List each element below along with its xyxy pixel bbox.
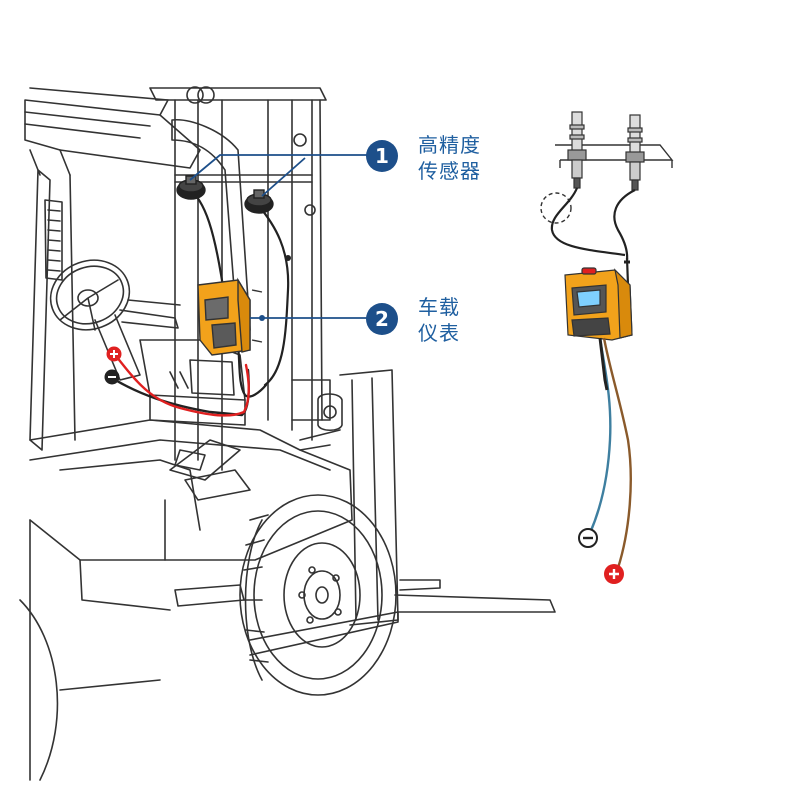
steering-wheel: [49, 259, 181, 381]
meter-cable: [236, 343, 268, 398]
positive-terminal-forklift: [106, 346, 122, 362]
chassis: [19, 419, 353, 781]
sensor-2: [244, 189, 274, 214]
callout-label-line: 车载: [418, 295, 460, 319]
cable-to-positive: [602, 337, 632, 569]
forks: [59, 579, 556, 691]
negative-terminal-forklift: [104, 369, 120, 385]
leader-line-1b: [261, 157, 306, 197]
front-wheel: [239, 494, 397, 696]
callout-label-sensor: 高精度 传感器: [418, 132, 481, 184]
proximity-sensor-left: [567, 111, 587, 189]
power-cable-red: [114, 354, 250, 417]
callout-label-line: 传感器: [418, 159, 481, 183]
callout-label-line: 仪表: [418, 321, 460, 345]
vehicle-meter: [197, 277, 263, 356]
sensor-cable: [256, 203, 290, 387]
optional-connection-marker: [540, 192, 572, 224]
cabin-frame: [29, 119, 251, 451]
callout-badge-1: 1: [366, 140, 398, 172]
proximity-sensor-right: [625, 114, 645, 191]
positive-terminal-standalone: [604, 564, 624, 584]
leader-line-1: [189, 154, 378, 181]
vehicle-meter-standalone: [564, 267, 633, 341]
cable-to-negative: [588, 337, 612, 534]
negative-terminal-standalone: [578, 528, 598, 548]
callout-badge-2: 2: [366, 303, 398, 335]
callout-label-meter: 车载 仪表: [418, 294, 460, 346]
overhead-guard: [24, 87, 201, 176]
mount-rail: [555, 144, 674, 161]
cable-clip: [285, 255, 291, 261]
leader-dot: [259, 315, 265, 321]
callout-label-line: 高精度: [418, 133, 481, 157]
standalone-assembly: [540, 111, 674, 584]
fork-carriage: [299, 369, 399, 626]
